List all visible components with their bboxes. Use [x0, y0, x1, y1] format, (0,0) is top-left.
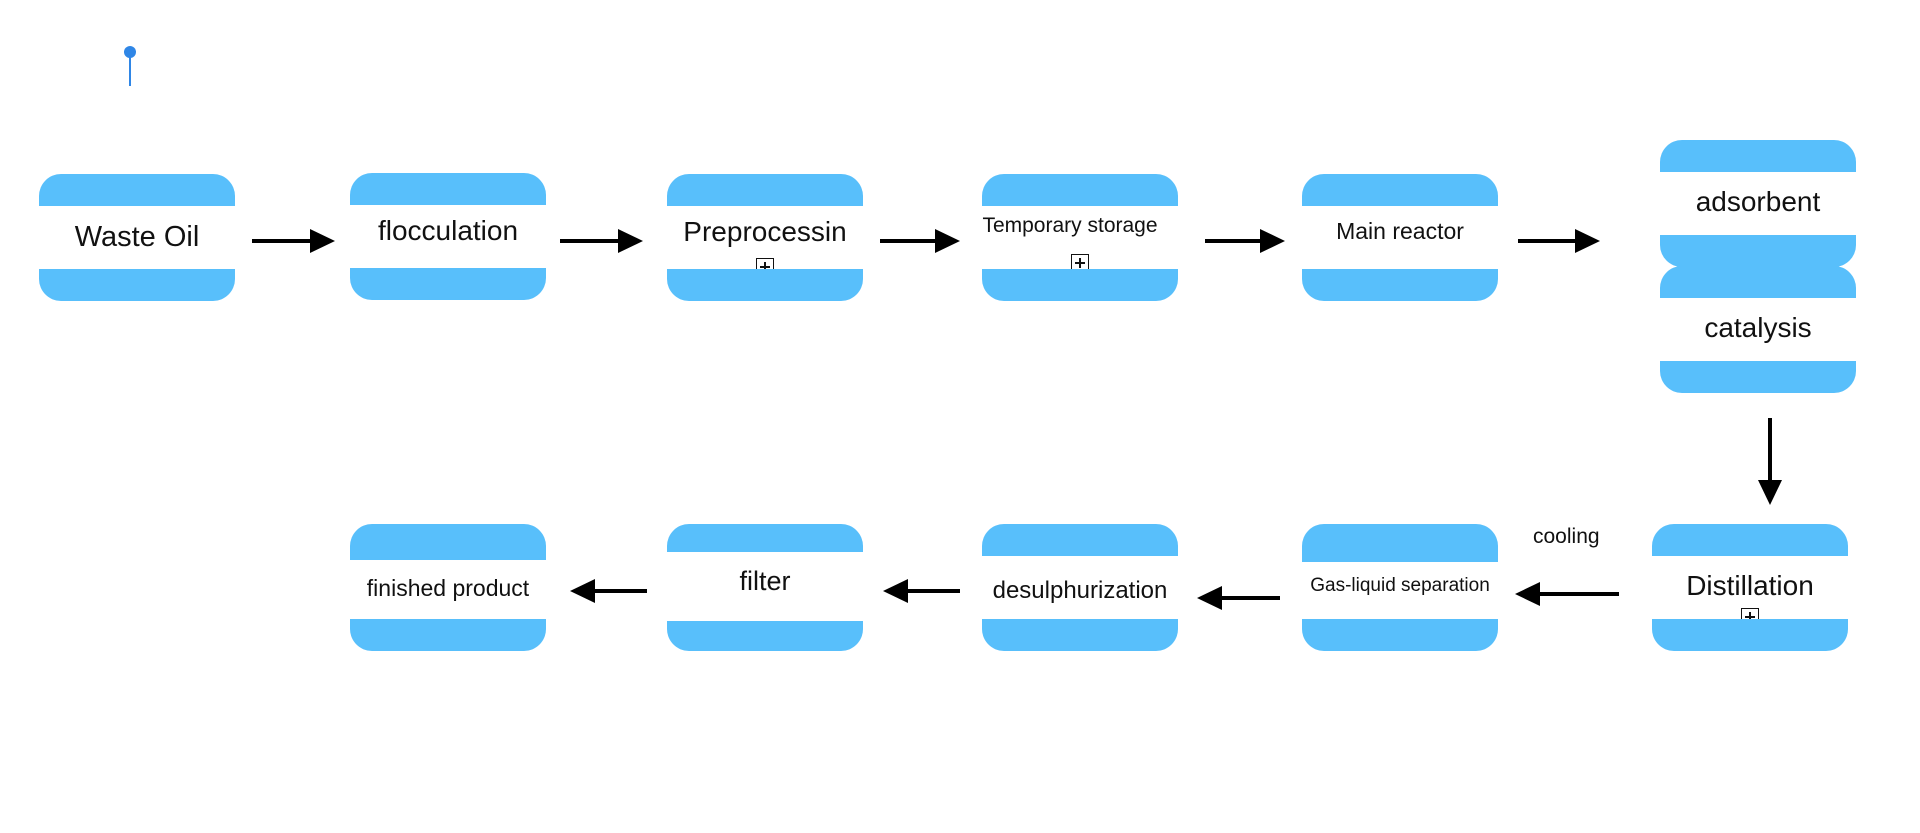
node-cap-bottom: [1652, 619, 1848, 651]
edge-label-cooling: cooling: [1533, 525, 1600, 548]
arrowhead: [1260, 229, 1285, 253]
node-cap-bottom: [1660, 235, 1856, 267]
pin-head: [124, 46, 136, 58]
node-filter[interactable]: filter: [667, 524, 863, 651]
node-label: flocculation: [377, 214, 519, 246]
arrowhead: [935, 229, 960, 253]
arrowhead: [1197, 586, 1222, 610]
node-cap-top: [350, 524, 546, 560]
node-label: catalysis: [1704, 311, 1812, 343]
node-label: filter: [739, 566, 791, 596]
node-label: finished product: [366, 575, 530, 601]
node-cap-top: [1302, 174, 1498, 206]
node-flocculation[interactable]: flocculation: [350, 173, 546, 300]
node-label: Waste Oil: [74, 221, 200, 253]
arrowhead: [1515, 582, 1540, 606]
node-cap-bottom: [982, 269, 1178, 301]
node-cap-bottom: [350, 619, 546, 651]
pin-stem: [129, 56, 131, 86]
node-cap-bottom: [1302, 269, 1498, 301]
node-finished-product[interactable]: finished product: [350, 524, 546, 651]
arrowhead: [1758, 480, 1782, 505]
node-label: Main reactor: [1336, 218, 1464, 244]
node-label: Distillation: [1686, 569, 1814, 601]
node-cap-bottom: [39, 269, 235, 301]
arrowhead: [618, 229, 643, 253]
node-label: desulphurization: [992, 576, 1168, 604]
node-cap-bottom: [667, 269, 863, 301]
node-preprocessing[interactable]: Preprocessin: [667, 174, 863, 301]
arrowhead: [310, 229, 335, 253]
node-cap-bottom: [667, 621, 863, 651]
node-gas-liquid-separation[interactable]: Gas-liquid separation: [1302, 524, 1498, 651]
node-waste-oil[interactable]: Waste Oil: [39, 174, 235, 301]
node-cap-top: [667, 524, 863, 552]
node-cap-top: [1652, 524, 1848, 556]
node-cap-top: [982, 524, 1178, 556]
node-cap-bottom: [982, 619, 1178, 651]
node-temporary-storage[interactable]: Temporary storage: [982, 174, 1178, 301]
node-adsorbent[interactable]: adsorbent: [1660, 140, 1856, 267]
node-cap-top: [1302, 524, 1498, 562]
arrowhead: [570, 579, 595, 603]
node-cap-top: [350, 173, 546, 205]
arrowhead: [1575, 229, 1600, 253]
node-label: Preprocessin: [683, 215, 847, 247]
node-cap-top: [1660, 266, 1856, 298]
node-cap-bottom: [1302, 619, 1498, 651]
node-cap-top: [982, 174, 1178, 206]
node-catalysis[interactable]: catalysis: [1660, 266, 1856, 393]
node-label: Gas-liquid separation: [1310, 575, 1490, 596]
node-label: Temporary storage: [982, 213, 1158, 237]
node-distillation[interactable]: Distillation: [1652, 524, 1848, 651]
node-cap-bottom: [1660, 361, 1856, 393]
node-main-reactor[interactable]: Main reactor: [1302, 174, 1498, 301]
arrowhead: [883, 579, 908, 603]
node-cap-bottom: [350, 268, 546, 300]
location-pin-icon[interactable]: [124, 46, 138, 88]
node-cap-top: [667, 174, 863, 206]
node-label: adsorbent: [1695, 185, 1821, 217]
node-cap-top: [39, 174, 235, 206]
node-desulphurization[interactable]: desulphurization: [982, 524, 1178, 651]
node-cap-top: [1660, 140, 1856, 172]
